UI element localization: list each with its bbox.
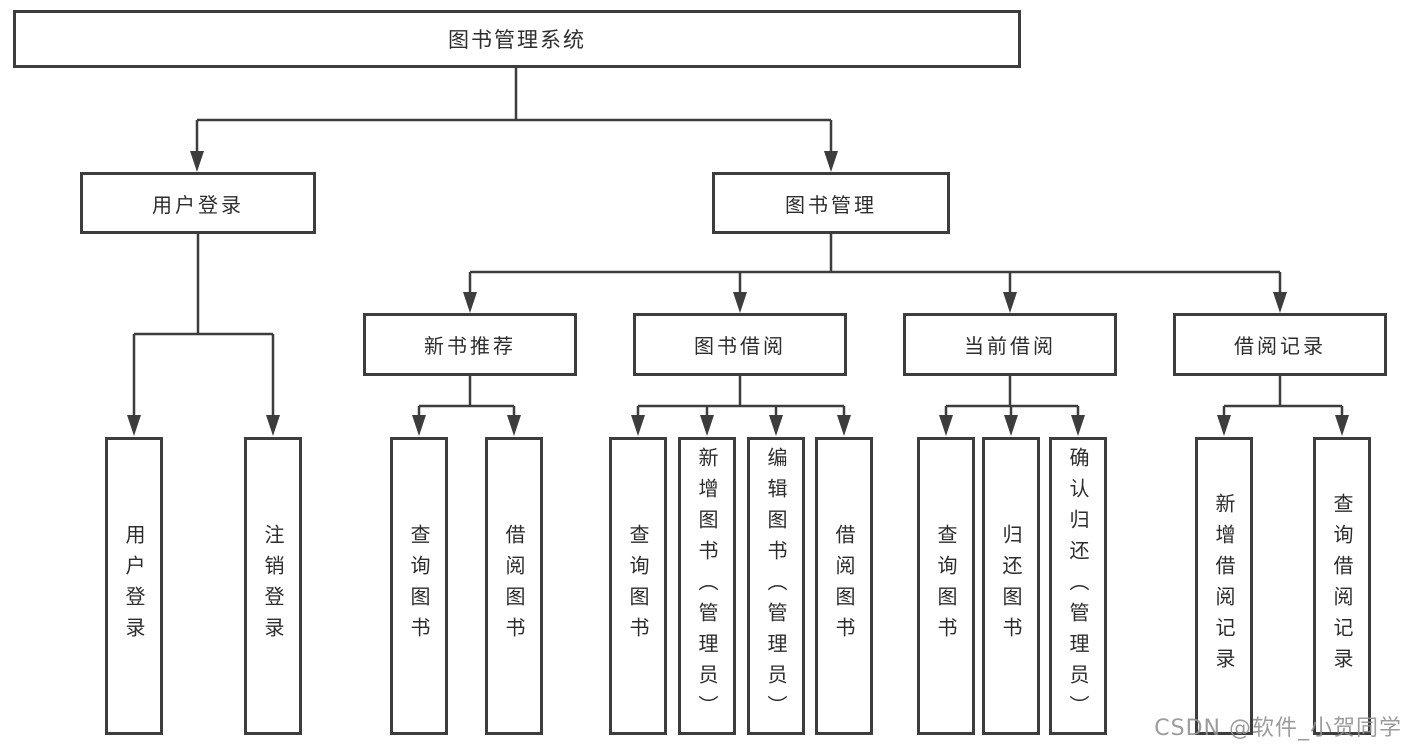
leaf-user-login-label: 用户登录 (122, 524, 146, 648)
leaf-nb-query-books: 查询图书 (390, 437, 448, 735)
leaf-bb-query-books: 查询图书 (609, 437, 667, 735)
watermark: CSDN @软件_小贺同学 (1154, 716, 1402, 741)
leaf-bb-add-books-admin: 新增图书（管理员） (678, 437, 736, 735)
node-current-borrowing: 当前借阅 (903, 313, 1117, 376)
leaf-br-query-record-label: 查询借阅记录 (1330, 493, 1354, 679)
node-book-borrowing: 图书借阅 (633, 313, 847, 376)
leaf-bb-add-books-admin-label: 新增图书（管理员） (695, 446, 719, 726)
leaf-bb-edit-books-admin: 编辑图书（管理员） (747, 437, 805, 735)
leaf-cb-confirm-return-admin-label: 确认归还（管理员） (1066, 446, 1090, 726)
leaf-cb-confirm-return-admin: 确认归还（管理员） (1049, 437, 1107, 735)
leaf-cb-return-books-label: 归还图书 (999, 524, 1023, 648)
leaf-bb-borrow-books: 借阅图书 (815, 437, 873, 735)
node-book-management: 图书管理 (712, 172, 950, 234)
connector-lines (132, 68, 1344, 418)
leaf-bb-query-books-label: 查询图书 (626, 524, 650, 648)
leaf-bb-edit-books-admin-label: 编辑图书（管理员） (764, 446, 788, 726)
leaf-logout-label: 注销登录 (261, 524, 285, 648)
leaf-br-add-record-label: 新增借阅记录 (1212, 493, 1236, 679)
leaf-br-add-record: 新增借阅记录 (1195, 437, 1253, 735)
node-library-management-system: 图书管理系统 (13, 10, 1021, 68)
node-new-book-recommendation: 新书推荐 (363, 313, 577, 376)
leaf-cb-query-books: 查询图书 (917, 437, 975, 735)
leaf-logout: 注销登录 (244, 437, 302, 735)
leaf-nb-query-books-label: 查询图书 (407, 524, 431, 648)
arrowheads (127, 151, 1349, 436)
leaf-cb-return-books: 归还图书 (982, 437, 1040, 735)
node-user-login: 用户登录 (80, 172, 316, 234)
leaf-bb-borrow-books-label: 借阅图书 (832, 524, 856, 648)
node-borrowing-records: 借阅记录 (1173, 313, 1387, 376)
leaf-user-login: 用户登录 (105, 437, 163, 735)
leaf-cb-query-books-label: 查询图书 (934, 524, 958, 648)
leaf-br-query-record: 查询借阅记录 (1313, 437, 1371, 735)
leaf-nb-borrow-books: 借阅图书 (485, 437, 543, 735)
leaf-nb-borrow-books-label: 借阅图书 (502, 524, 526, 648)
